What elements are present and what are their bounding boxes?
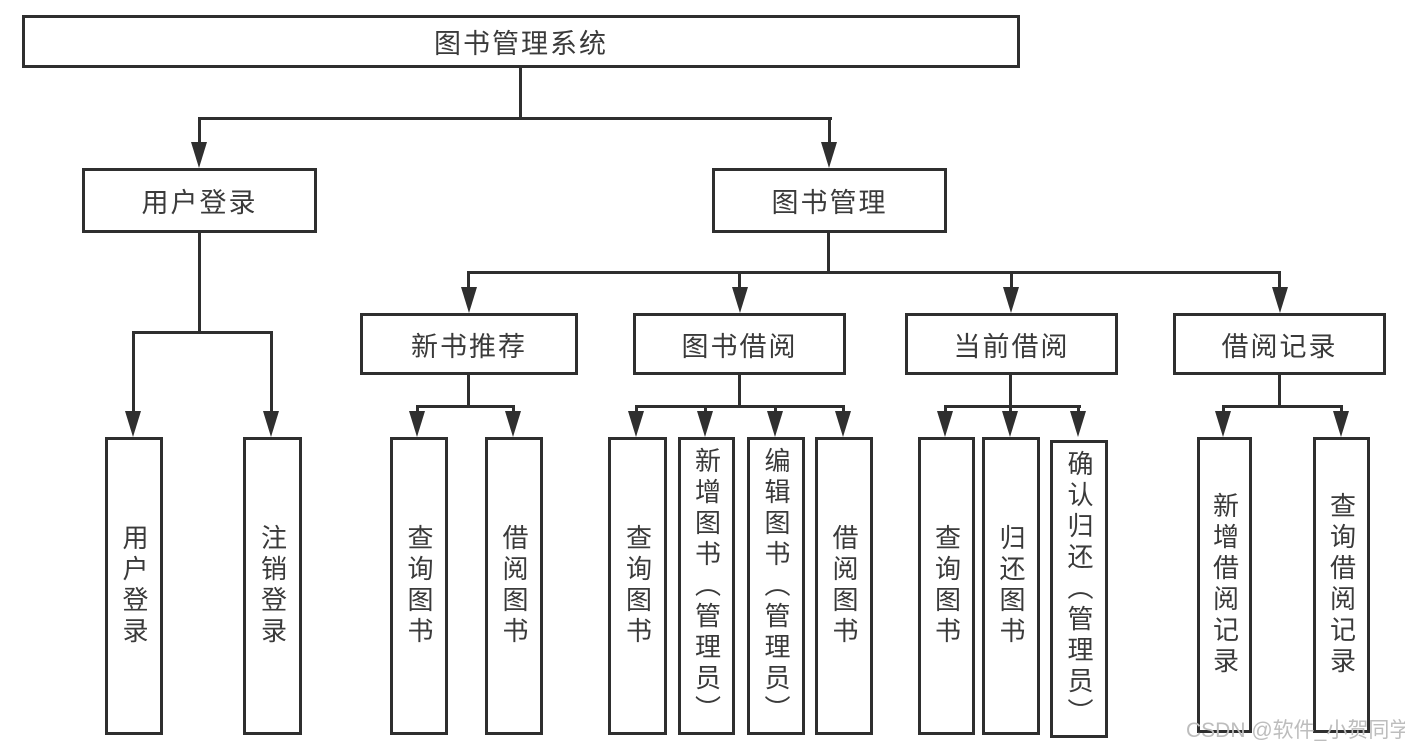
node-library-management-system-label: 图书管理系统 (434, 29, 608, 59)
connector-line (467, 375, 470, 407)
arrow-down-icon (409, 411, 425, 437)
arrow-down-icon (1333, 411, 1349, 437)
arrow-down-icon (1002, 411, 1018, 437)
leaf-add-book-admin-label: 新增图书（管理员） (691, 446, 722, 726)
connector-line (132, 331, 273, 334)
arrow-down-icon (767, 411, 783, 437)
leaf-logout: 注销登录 (243, 437, 302, 735)
connector-line (416, 405, 419, 413)
leaf-confirm-return-admin: 确认归还（管理员） (1050, 440, 1108, 738)
connector-line (467, 271, 1280, 274)
node-new-book-recommendation-label: 新书推荐 (411, 331, 527, 362)
arrow-down-icon (263, 411, 279, 437)
connector-line (1222, 405, 1225, 413)
node-new-book-recommendation: 新书推荐 (360, 313, 578, 375)
arrow-down-icon (1272, 287, 1288, 313)
connector-line (512, 405, 515, 413)
node-book-management: 图书管理 (712, 168, 947, 233)
leaf-return-book-label: 归还图书 (996, 524, 1026, 648)
arrow-down-icon (821, 142, 837, 168)
connector-line (1340, 405, 1343, 413)
leaf-add-borrow-record: 新增借阅记录 (1197, 437, 1252, 733)
connector-line (635, 405, 638, 413)
leaf-return-book: 归还图书 (982, 437, 1040, 735)
node-borrowing-records: 借阅记录 (1173, 313, 1386, 375)
leaf-query-borrow-record-label: 查询借阅记录 (1326, 492, 1357, 678)
arrow-down-icon (732, 287, 748, 313)
connector-line (1010, 271, 1013, 288)
leaf-add-borrow-record-label: 新增借阅记录 (1209, 492, 1240, 678)
leaf-edit-book-admin: 编辑图书（管理员） (747, 437, 805, 735)
leaf-query-borrow-record: 查询借阅记录 (1313, 437, 1370, 733)
connector-line (774, 405, 777, 413)
leaf-query-books-borrowing-label: 查询图书 (622, 524, 653, 648)
connector-line (828, 117, 831, 144)
arrow-down-icon (697, 411, 713, 437)
arrow-down-icon (628, 411, 644, 437)
leaf-borrow-books-recommend-label: 借阅图书 (499, 524, 529, 648)
leaf-confirm-return-admin-label: 确认归还（管理员） (1064, 449, 1094, 729)
leaf-user-login-label: 用户登录 (119, 524, 149, 648)
connector-line (635, 405, 845, 408)
arrow-down-icon (835, 411, 851, 437)
node-user-login-label: 用户登录 (141, 188, 258, 218)
leaf-query-books-current: 查询图书 (918, 437, 975, 735)
leaf-query-books-recommend: 查询图书 (390, 437, 448, 735)
connector-line (1077, 405, 1080, 413)
node-borrowing-records-label: 借阅记录 (1221, 331, 1338, 362)
csdn-watermark: CSDN @软件_小贺同学 (1186, 719, 1405, 742)
connector-line (416, 405, 515, 408)
node-library-management-system: 图书管理系统 (22, 15, 1020, 68)
connector-line (270, 331, 273, 412)
connector-line (198, 233, 201, 333)
leaf-query-books-recommend-label: 查询图书 (404, 524, 434, 648)
connector-line (738, 271, 741, 288)
leaf-logout-label: 注销登录 (257, 524, 288, 648)
arrow-down-icon (1003, 287, 1019, 313)
connector-line (132, 331, 135, 412)
connector-line (1222, 405, 1343, 408)
leaf-query-books-borrowing: 查询图书 (608, 437, 667, 735)
connector-line (944, 405, 1081, 408)
arrow-down-icon (505, 411, 521, 437)
arrow-down-icon (461, 287, 477, 313)
leaf-edit-book-admin-label: 编辑图书（管理员） (761, 446, 791, 726)
arrow-down-icon (1070, 411, 1086, 437)
connector-line (842, 405, 845, 413)
connector-line (704, 405, 707, 413)
arrow-down-icon (191, 142, 207, 168)
connector-line (198, 117, 201, 144)
connector-line (738, 375, 741, 407)
leaf-borrow-books-borrowing: 借阅图书 (815, 437, 873, 735)
arrow-down-icon (937, 411, 953, 437)
connector-line (519, 68, 522, 120)
node-book-borrowing-label: 图书借阅 (681, 331, 798, 362)
arrow-down-icon (125, 411, 141, 437)
node-book-borrowing: 图书借阅 (633, 313, 846, 375)
node-book-management-label: 图书管理 (771, 188, 888, 218)
leaf-borrow-books-borrowing-label: 借阅图书 (829, 524, 859, 648)
leaf-add-book-admin: 新增图书（管理员） (678, 437, 735, 735)
node-current-borrowing-label: 当前借阅 (953, 331, 1070, 362)
node-user-login: 用户登录 (82, 168, 317, 233)
connector-line (944, 405, 947, 413)
connector-line (827, 233, 830, 273)
leaf-borrow-books-recommend: 借阅图书 (485, 437, 543, 735)
connector-line (198, 117, 832, 120)
connector-line (467, 271, 470, 288)
node-current-borrowing: 当前借阅 (905, 313, 1118, 375)
leaf-user-login: 用户登录 (105, 437, 163, 735)
arrow-down-icon (1215, 411, 1231, 437)
leaf-query-books-current-label: 查询图书 (931, 524, 962, 648)
connector-line (1009, 405, 1012, 413)
connector-line (1009, 375, 1012, 407)
connector-line (1278, 271, 1281, 288)
connector-line (1278, 375, 1281, 407)
